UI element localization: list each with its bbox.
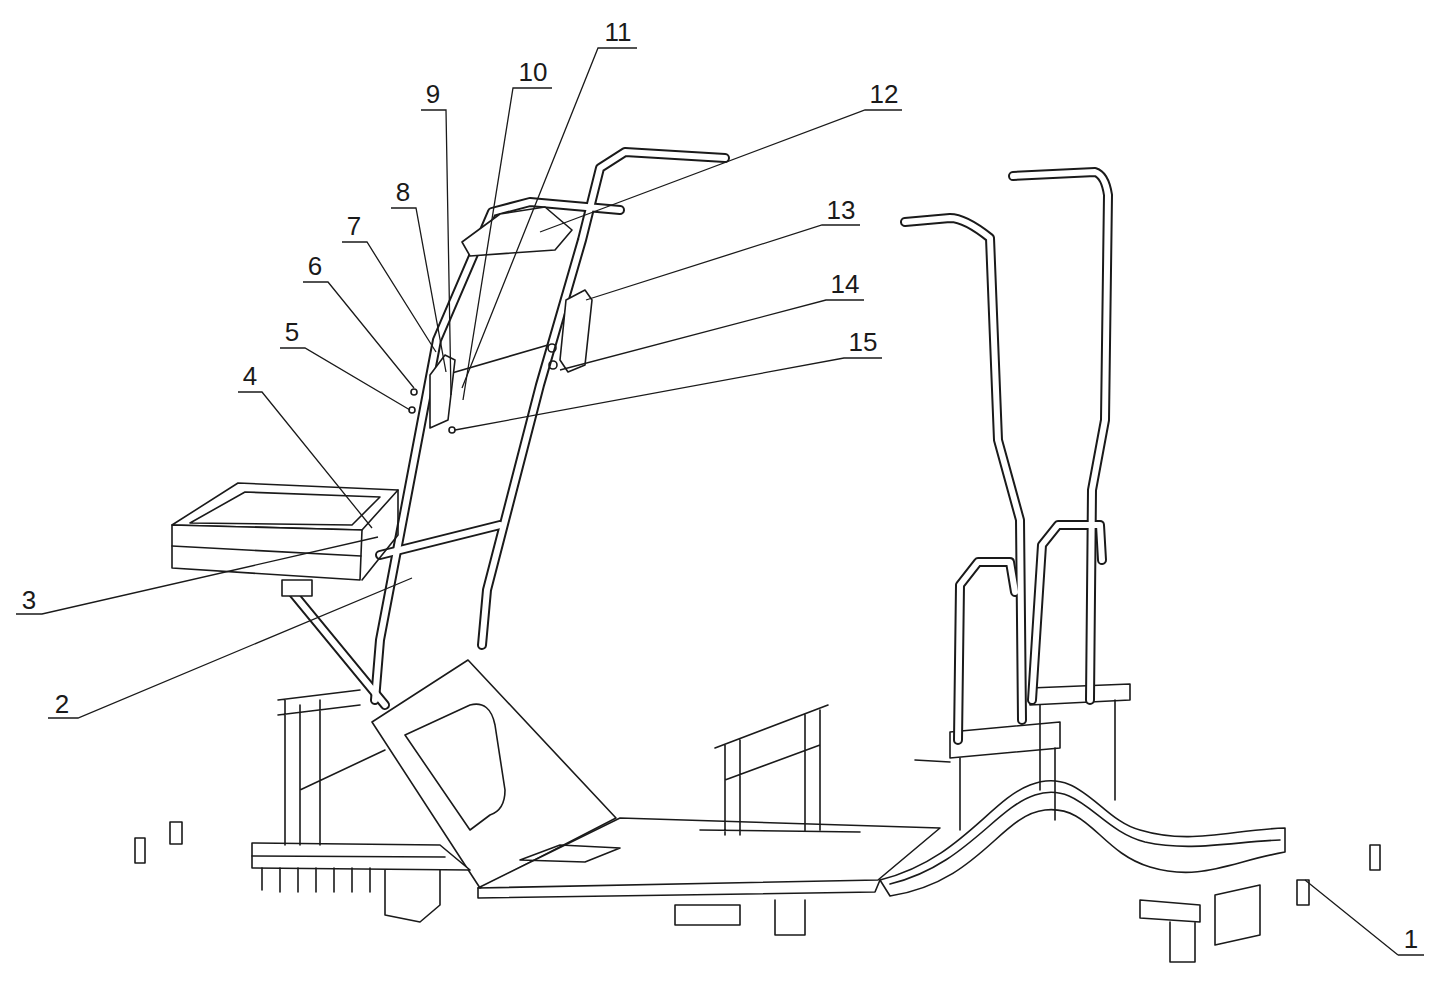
base-frame: [950, 722, 1060, 758]
seat-and-handles: [292, 152, 1108, 740]
callout-number: 4: [243, 362, 257, 390]
seat-and-handles: [548, 344, 556, 352]
base-frame: [1140, 885, 1260, 962]
base-frame: [890, 792, 1280, 884]
callout-number: 1: [1404, 925, 1418, 953]
leader-lines: [421, 110, 451, 395]
seat-and-handles: [462, 207, 572, 256]
base-frame: [278, 690, 385, 845]
foot-pads: [135, 838, 145, 863]
base-frame: [478, 880, 880, 898]
leader-lines: [391, 208, 446, 372]
base-frame: [520, 845, 620, 862]
leader-lines: [280, 348, 410, 410]
seat-and-handles: [411, 389, 417, 395]
tray: [172, 483, 398, 530]
foot-pads: [1370, 845, 1380, 870]
leader-lines: [16, 48, 1424, 955]
leader-lines: [560, 300, 864, 370]
tray: [190, 492, 380, 525]
base-frame: [478, 818, 940, 888]
callout-number: 11: [605, 18, 632, 46]
foot-pads: [170, 822, 182, 844]
callout-number: 3: [22, 586, 36, 614]
leader-lines: [16, 537, 378, 614]
leader-lines: [462, 48, 637, 388]
callout-number: 10: [519, 58, 548, 86]
tray: [172, 483, 398, 596]
base-frame: [252, 856, 445, 857]
seat-and-handles: [292, 152, 1108, 740]
foot-pads: [1297, 880, 1309, 905]
leader-lines: [303, 282, 414, 388]
tray: [172, 490, 398, 580]
base-frame: [700, 705, 860, 835]
base-frame: [880, 781, 1285, 896]
tray: [172, 525, 362, 580]
base-frame: [385, 870, 440, 922]
callout-number: 7: [347, 212, 361, 240]
base-frame: [675, 900, 805, 935]
callout-number: 13: [827, 196, 856, 224]
callout-number: 12: [870, 80, 899, 108]
leader-lines: [540, 110, 902, 232]
leader-lines: [455, 358, 882, 430]
callout-number: 9: [426, 80, 440, 108]
base-frame: [262, 868, 370, 892]
callout-number: 6: [308, 252, 322, 280]
seat-and-handles: [449, 427, 455, 433]
seat-and-handles: [292, 152, 1108, 740]
seat-and-handles: [560, 290, 592, 372]
base-frame: [252, 843, 470, 870]
leader-lines: [48, 578, 412, 718]
base-frame: [915, 700, 1115, 830]
callout-number: 5: [285, 318, 299, 346]
leader-lines: [1305, 880, 1424, 955]
seat-and-handles: [445, 345, 548, 375]
tray: [282, 580, 312, 596]
leader-lines: [586, 225, 860, 300]
base-frame: [405, 704, 505, 830]
leader-lines: [238, 392, 372, 528]
callout-number: 8: [396, 178, 410, 206]
callout-number: 2: [55, 690, 69, 718]
foot-pads: [135, 822, 1380, 905]
seat-and-handles: [549, 361, 557, 369]
callout-number: 14: [831, 270, 860, 298]
leader-lines: [342, 242, 436, 352]
callout-number: 15: [849, 328, 878, 356]
base-frame: [252, 660, 1285, 962]
